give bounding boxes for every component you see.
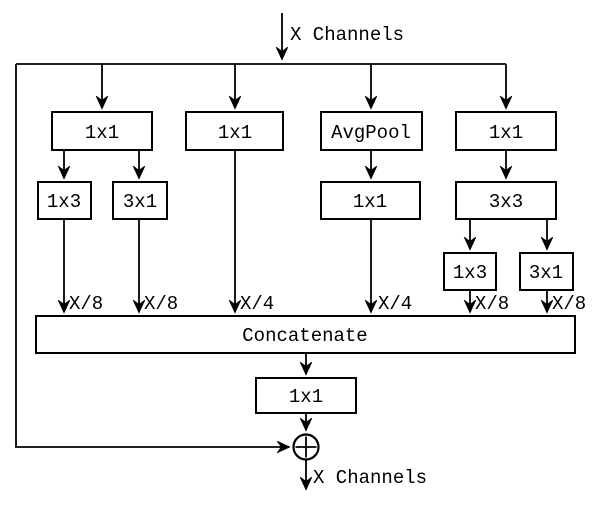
concatenate-label: Concatenate <box>242 325 367 347</box>
add-plus-icon <box>295 436 317 458</box>
branch4-conv1-box <box>455 111 557 151</box>
edge-label-branch1-left: X/8 <box>69 293 103 315</box>
branch4-split-left-label: 1x3 <box>453 262 487 284</box>
branch3-conv1-label: 1x1 <box>353 191 387 213</box>
branch2-conv1-label: 1x1 <box>218 122 252 144</box>
branch3-pool-box <box>320 111 423 151</box>
branch3-pool-label: AvgPool <box>331 122 411 144</box>
branch1-conv1-box <box>51 111 153 151</box>
nodes: 1x1 1x1 AvgPool 1x1 1x3 3x1 1x1 3x3 1x3 … <box>35 111 576 414</box>
branch3-conv1-box <box>320 181 421 220</box>
branch4-split-left-box <box>443 252 497 291</box>
concatenate-box <box>35 315 576 354</box>
branch1-split-right-label: 3x1 <box>123 191 157 213</box>
input-channels-label: X Channels <box>290 24 404 46</box>
branch1-split-right-box <box>112 181 168 220</box>
edge-label-branch4-right: X/8 <box>552 293 586 315</box>
skip-connection <box>15 64 289 447</box>
branch1-split-left-box <box>37 181 92 220</box>
edge-label-branch1-right: X/8 <box>144 293 178 315</box>
branch1-split-left-label: 1x3 <box>47 191 81 213</box>
branch4-split-right-box <box>519 252 574 291</box>
branch4-conv2-box <box>455 181 557 220</box>
output-channels-label: X Channels <box>313 467 427 489</box>
branch4-conv1-label: 1x1 <box>489 122 523 144</box>
output-conv-label: 1x1 <box>289 386 323 408</box>
edge-label-branch4-left: X/8 <box>475 293 509 315</box>
edge-labels: X/8 X/8 X/4 X/4 X/8 X/8 <box>69 293 586 315</box>
output-conv-box <box>255 377 357 414</box>
edge-label-branch2: X/4 <box>240 293 274 315</box>
branch4-conv2-label: 3x3 <box>489 191 523 213</box>
branch1-conv1-label: 1x1 <box>85 122 119 144</box>
edge-label-branch3: X/4 <box>378 293 412 315</box>
add-operator <box>292 433 320 461</box>
branch4-split-right-label: 3x1 <box>529 262 563 284</box>
connectors <box>15 13 547 489</box>
branch2-conv1-box <box>185 111 284 151</box>
